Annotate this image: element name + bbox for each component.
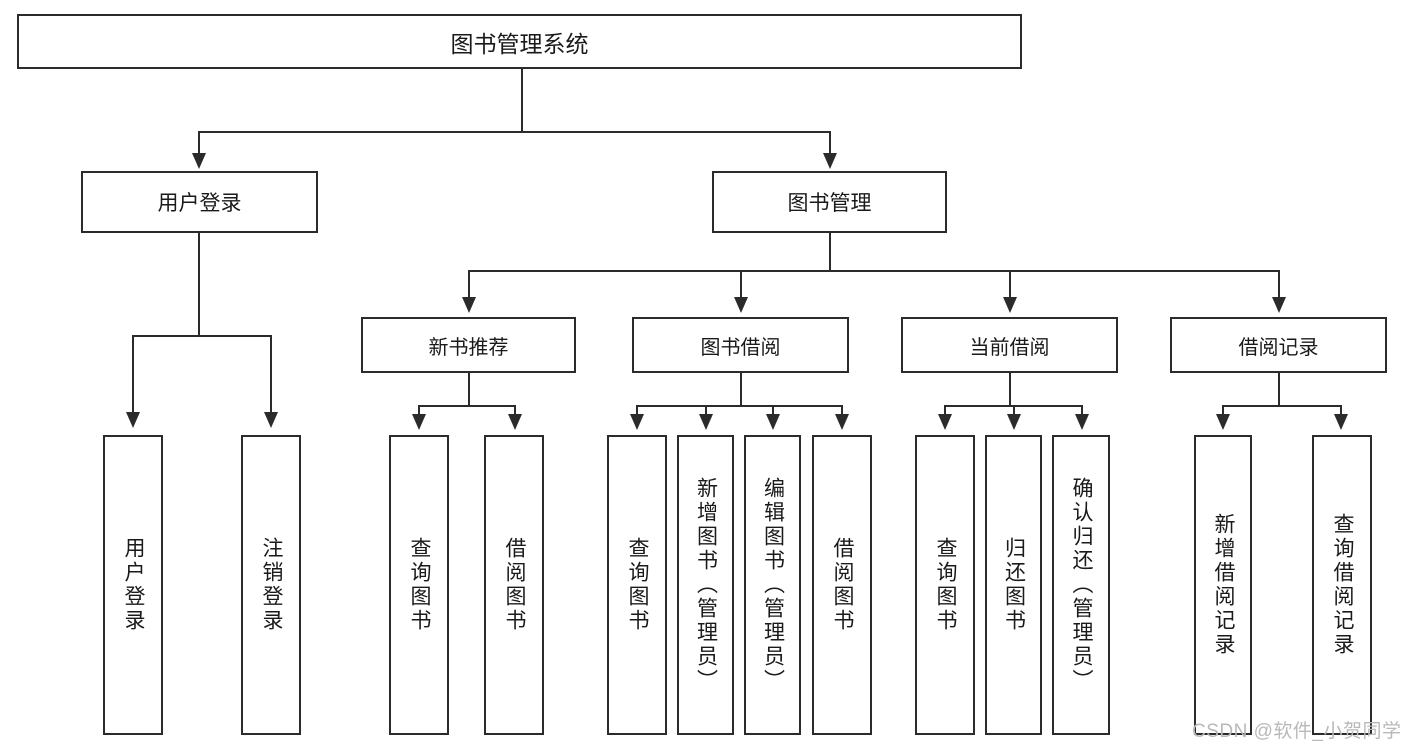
connector-book-mgmt-branch-3 bbox=[1009, 270, 1011, 300]
arrowhead-new-book-recommend bbox=[462, 297, 476, 313]
leaf-query-book-recommend[interactable]: 查询图书 bbox=[389, 435, 449, 735]
node-label: 新增借阅记录 bbox=[1212, 513, 1236, 657]
arrowhead-borrow-records bbox=[1272, 297, 1286, 313]
arrowhead-leaf-confirm-return bbox=[1075, 414, 1089, 430]
node-label: 查询图书 bbox=[408, 537, 432, 633]
node-root-library-system[interactable]: 图书管理系统 bbox=[17, 14, 1022, 69]
leaf-add-book-admin[interactable]: 新增图书（管理员） bbox=[677, 435, 734, 735]
leaf-query-book-current[interactable]: 查询图书 bbox=[915, 435, 975, 735]
connector-current-borrow-branch-3 bbox=[1081, 405, 1083, 417]
arrowhead-user-login bbox=[192, 153, 206, 169]
connector-book-borrow-stem bbox=[740, 373, 742, 405]
watermark-text: CSDN @软件_小贺同学 bbox=[1192, 721, 1402, 742]
arrowhead-leaf-add-book bbox=[699, 414, 713, 430]
connector-user-login-branch-1 bbox=[132, 335, 134, 415]
node-label: 图书管理 bbox=[787, 192, 872, 215]
connector-user-login-stem bbox=[198, 233, 200, 335]
node-label: 借阅图书 bbox=[503, 537, 527, 633]
node-current-borrow[interactable]: 当前借阅 bbox=[901, 317, 1118, 373]
leaf-borrow-book[interactable]: 借阅图书 bbox=[812, 435, 872, 735]
leaf-confirm-return-admin[interactable]: 确认归还（管理员） bbox=[1052, 435, 1110, 735]
node-book-management[interactable]: 图书管理 bbox=[712, 171, 947, 233]
node-label: 注销登录 bbox=[260, 537, 284, 633]
connector-new-book-branch-2 bbox=[514, 405, 516, 417]
connector-new-book-bus bbox=[418, 405, 516, 407]
arrowhead-leaf-user-login bbox=[126, 412, 140, 428]
node-label: 借阅图书 bbox=[831, 537, 855, 633]
connector-book-borrow-branch-3 bbox=[772, 405, 774, 417]
node-label: 查询图书 bbox=[934, 537, 958, 633]
connector-book-mgmt-bus bbox=[468, 270, 1280, 272]
connector-book-borrow-branch-4 bbox=[841, 405, 843, 417]
arrowhead-leaf-return-book bbox=[1007, 414, 1021, 430]
connector-book-borrow-branch-1 bbox=[636, 405, 638, 417]
leaf-add-borrow-record[interactable]: 新增借阅记录 bbox=[1194, 435, 1252, 735]
connector-current-borrow-branch-1 bbox=[944, 405, 946, 417]
connector-book-mgmt-branch-4 bbox=[1278, 270, 1280, 300]
node-label: 借阅记录 bbox=[1238, 336, 1319, 359]
connector-new-book-stem bbox=[468, 373, 470, 405]
arrowhead-leaf-borrow-book-1 bbox=[508, 414, 522, 430]
arrowhead-leaf-query-record bbox=[1334, 414, 1348, 430]
leaf-query-book-borrow[interactable]: 查询图书 bbox=[607, 435, 667, 735]
node-label: 归还图书 bbox=[1002, 537, 1026, 633]
connector-root-bus bbox=[198, 131, 831, 133]
leaf-borrow-book-recommend[interactable]: 借阅图书 bbox=[484, 435, 544, 735]
node-label: 新增图书（管理员） bbox=[694, 477, 718, 693]
node-borrow-records[interactable]: 借阅记录 bbox=[1170, 317, 1387, 373]
connector-book-borrow-bus bbox=[636, 405, 842, 407]
arrowhead-leaf-query-book-2 bbox=[630, 414, 644, 430]
leaf-query-borrow-record[interactable]: 查询借阅记录 bbox=[1312, 435, 1372, 735]
node-label: 图书借阅 bbox=[700, 336, 781, 359]
connector-root-to-book-mgmt bbox=[829, 131, 831, 156]
arrowhead-leaf-logout bbox=[264, 412, 278, 428]
connector-borrow-records-stem bbox=[1278, 373, 1280, 405]
connector-root-to-user-login bbox=[198, 131, 200, 156]
connector-book-mgmt-branch-2 bbox=[740, 270, 742, 300]
connector-book-borrow-branch-2 bbox=[705, 405, 707, 417]
arrowhead-leaf-query-book-3 bbox=[938, 414, 952, 430]
arrowhead-leaf-query-book-1 bbox=[412, 414, 426, 430]
connector-borrow-records-branch-2 bbox=[1340, 405, 1342, 417]
leaf-user-login[interactable]: 用户登录 bbox=[103, 435, 163, 735]
node-book-borrow[interactable]: 图书借阅 bbox=[632, 317, 849, 373]
connector-book-mgmt-branch-1 bbox=[468, 270, 470, 300]
connector-borrow-records-branch-1 bbox=[1222, 405, 1224, 417]
node-label: 当前借阅 bbox=[969, 336, 1050, 359]
connector-current-borrow-branch-2 bbox=[1013, 405, 1015, 417]
arrowhead-current-borrow bbox=[1003, 297, 1017, 313]
connector-new-book-branch-1 bbox=[418, 405, 420, 417]
node-user-login[interactable]: 用户登录 bbox=[81, 171, 318, 233]
node-label: 查询借阅记录 bbox=[1331, 513, 1355, 657]
leaf-logout[interactable]: 注销登录 bbox=[241, 435, 301, 735]
leaf-edit-book-admin[interactable]: 编辑图书（管理员） bbox=[744, 435, 801, 735]
node-label: 查询图书 bbox=[626, 537, 650, 633]
arrowhead-book-mgmt bbox=[823, 153, 837, 169]
arrowhead-leaf-edit-book bbox=[766, 414, 780, 430]
connector-user-login-branch-2 bbox=[270, 335, 272, 415]
node-label: 用户登录 bbox=[122, 537, 146, 633]
connector-root-stem bbox=[521, 69, 523, 131]
connector-borrow-records-bus bbox=[1222, 405, 1342, 407]
arrowhead-leaf-add-record bbox=[1216, 414, 1230, 430]
connector-current-borrow-stem bbox=[1009, 373, 1011, 405]
connector-book-mgmt-stem bbox=[829, 233, 831, 270]
arrowhead-book-borrow bbox=[734, 297, 748, 313]
node-label: 编辑图书（管理员） bbox=[761, 477, 785, 693]
node-label: 新书推荐 bbox=[428, 336, 509, 359]
node-label: 用户登录 bbox=[157, 192, 242, 215]
connector-user-login-bus bbox=[132, 335, 272, 337]
node-label: 图书管理系统 bbox=[450, 30, 589, 57]
leaf-return-book[interactable]: 归还图书 bbox=[985, 435, 1042, 735]
arrowhead-leaf-borrow-book-2 bbox=[835, 414, 849, 430]
node-new-book-recommend[interactable]: 新书推荐 bbox=[361, 317, 576, 373]
node-label: 确认归还（管理员） bbox=[1070, 477, 1094, 693]
